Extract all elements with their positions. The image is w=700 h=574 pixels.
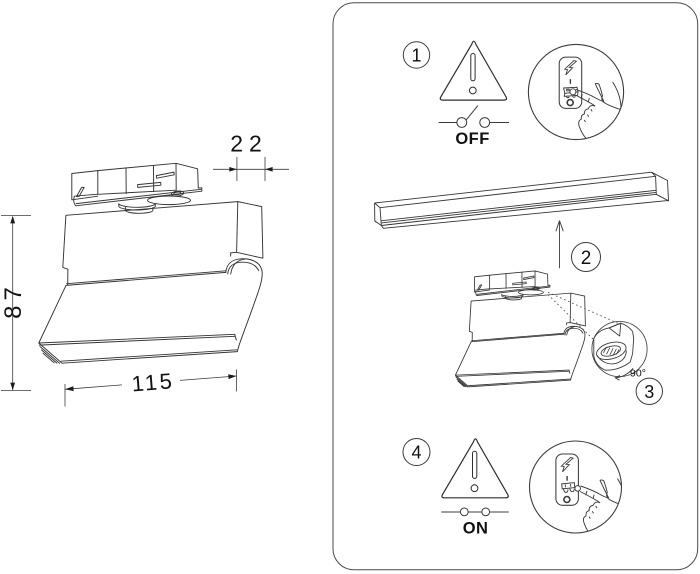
svg-text:ON: ON	[463, 520, 489, 538]
svg-text:90°: 90°	[630, 368, 646, 380]
svg-text:1: 1	[411, 46, 421, 66]
svg-text:2: 2	[581, 248, 592, 269]
svg-text:115: 115	[131, 368, 175, 396]
svg-text:22: 22	[230, 131, 268, 157]
svg-text:OFF: OFF	[455, 130, 490, 148]
svg-text:3: 3	[644, 382, 654, 402]
svg-text:4: 4	[411, 443, 421, 463]
svg-text:87: 87	[0, 282, 27, 319]
